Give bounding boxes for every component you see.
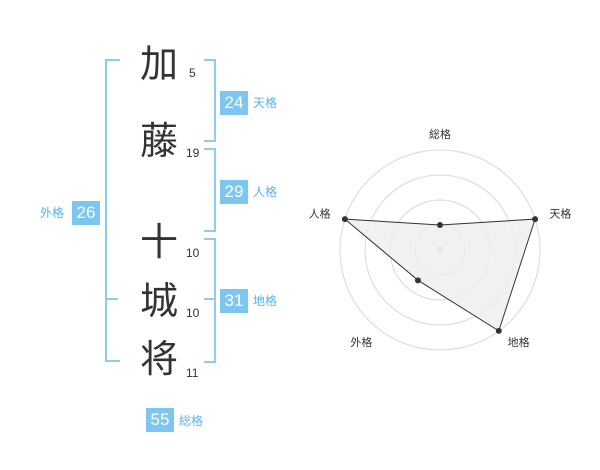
radar-point-1 [437,222,443,228]
tenkaku-label: 天格 [253,96,278,110]
jinkaku-badge: 29 [220,180,248,204]
stroke-count-5: 11 [186,366,199,380]
radar-axis-label-1: 総格 [429,127,451,141]
gaikaku-bracket [105,59,120,362]
gaikaku-bracket-tick [105,298,118,300]
radar-points [341,216,539,334]
radar-point-4 [414,277,421,284]
name-char-4: 城 [140,279,179,323]
radar-axis-label-3: 地格 [508,335,530,349]
name-char-3: 十 [140,220,179,264]
radar-axis-label-4: 外格 [350,335,372,349]
radar-ring [339,149,541,351]
radar-point-5 [341,216,348,223]
chikaku-bracket [204,238,216,363]
radar-axis-label-2: 天格 [549,207,571,221]
name-char-1: 加 [140,42,179,86]
stroke-count-3: 10 [186,246,200,260]
radar-point-2 [532,216,539,223]
stroke-count-1: 5 [189,66,196,80]
chikaku-label: 地格 [253,294,278,308]
tenkaku-bracket [204,59,216,142]
radar-point-3 [495,327,502,334]
soukaku-badge: 55 [146,408,174,432]
stroke-count-4: 10 [186,306,200,320]
gaikaku-label: 外格 [40,206,65,220]
name-char-2: 藤 [140,119,179,163]
gaikaku-badge: 26 [72,201,100,225]
soukaku-label: 総格 [179,414,204,428]
tenkaku-badge: 24 [220,91,248,115]
jinkaku-label: 人格 [253,185,278,199]
chikaku-badge: 31 [220,289,248,313]
chikaku-bracket-tick [204,298,214,300]
name-char-5: 将 [140,337,179,381]
radar-axis-label-5: 人格 [309,207,331,221]
radar-series-area [343,218,536,332]
stroke-count-2: 19 [186,146,200,160]
jinkaku-bracket [204,148,216,232]
